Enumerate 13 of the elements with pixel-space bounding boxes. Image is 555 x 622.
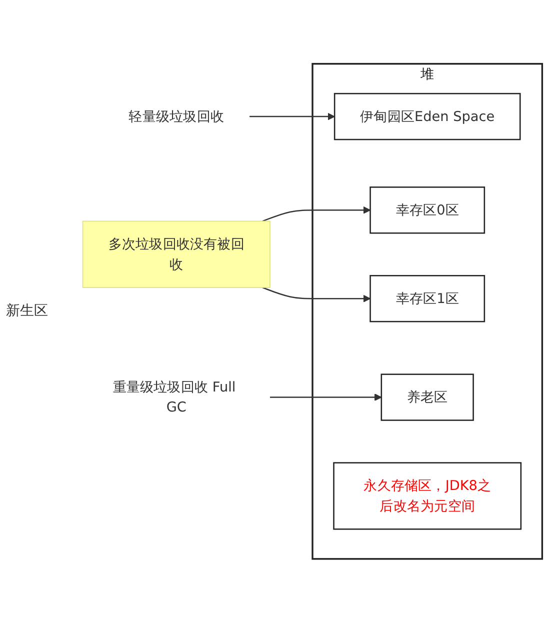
arrow <box>262 206 371 222</box>
arrow <box>262 286 371 302</box>
node-text: 重量级垃圾回收 Full GC <box>112 378 236 415</box>
arrow <box>250 112 335 120</box>
arrow <box>270 393 382 401</box>
node-box: 永久存储区，JDK8之后改名为元空间 <box>333 462 522 530</box>
node-box: 伊甸园区Eden Space <box>334 92 521 140</box>
node-box: 多次垃圾回收没有被回收 <box>82 220 270 288</box>
node-box: 幸存区1区 <box>370 274 486 322</box>
node-text: 轻量级垃圾回收 <box>128 108 224 124</box>
bracket-label: 新生区 <box>6 302 49 320</box>
node-box: 幸存区0区 <box>370 186 486 234</box>
node-box: 养老区 <box>380 373 474 421</box>
